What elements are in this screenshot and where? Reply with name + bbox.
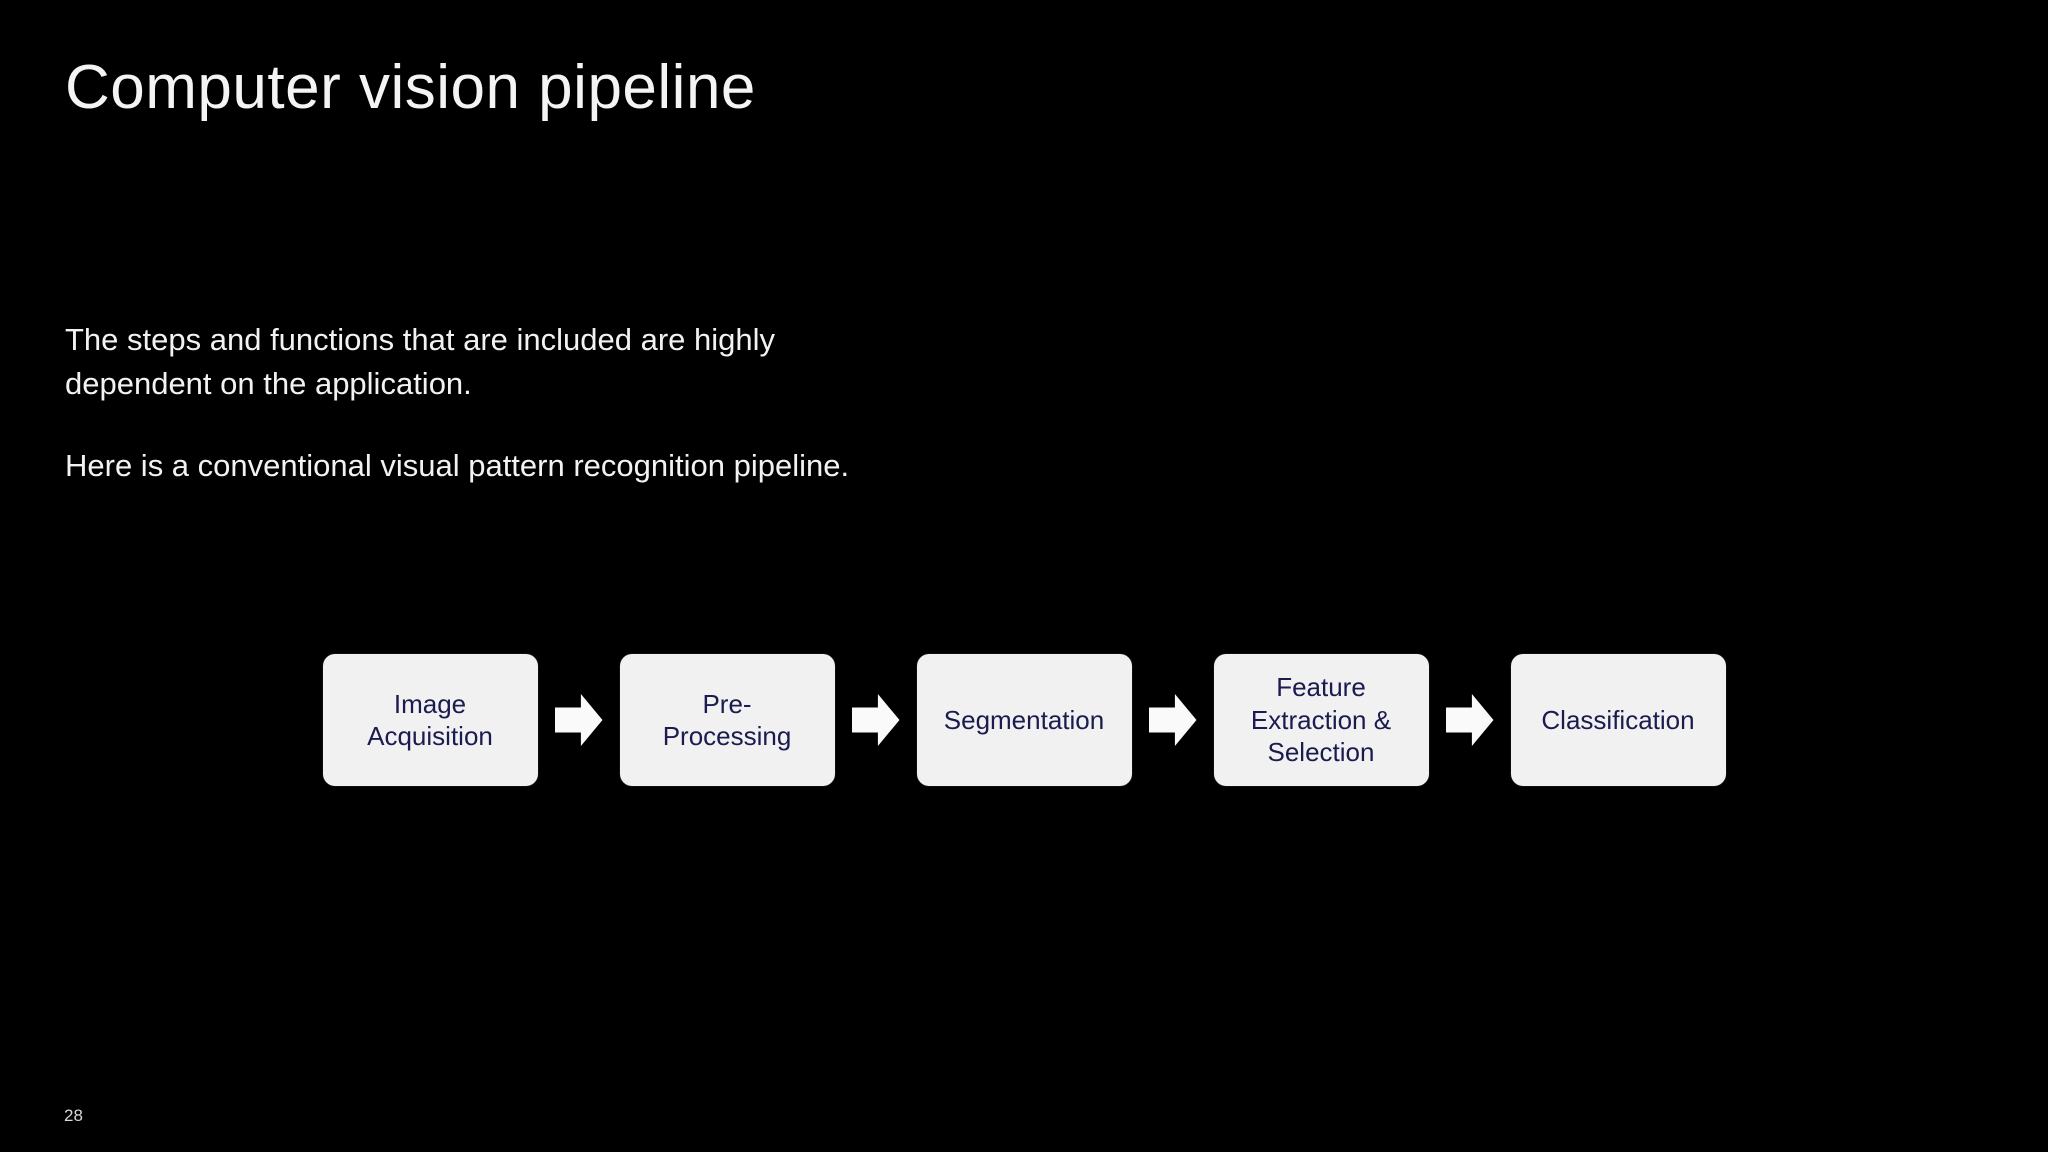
right-block-arrow-icon <box>851 694 900 746</box>
pipeline-step-segmentation: Segmentation <box>916 654 1132 786</box>
right-block-arrow-icon <box>1148 694 1197 746</box>
pipeline-diagram: Image Acquisition Pre- Processing Segmen… <box>0 654 2048 786</box>
pipeline-step-pre-processing: Pre- Processing <box>619 654 835 786</box>
pipeline-step-classification: Classification <box>1510 654 1726 786</box>
pipeline-step-image-acquisition: Image Acquisition <box>322 654 538 786</box>
slide-body-text: The steps and functions that are include… <box>65 318 849 488</box>
right-block-arrow-icon <box>1445 694 1494 746</box>
page-title: Computer vision pipeline <box>65 53 756 122</box>
body-paragraph-2: Here is a conventional visual pattern re… <box>65 448 850 484</box>
body-paragraph-1: The steps and functions that are include… <box>65 322 776 402</box>
page-number: 28 <box>64 1106 83 1125</box>
right-block-arrow-icon <box>554 694 603 746</box>
pipeline-step-feature-extraction-selection: Feature Extraction & Selection <box>1213 654 1429 786</box>
